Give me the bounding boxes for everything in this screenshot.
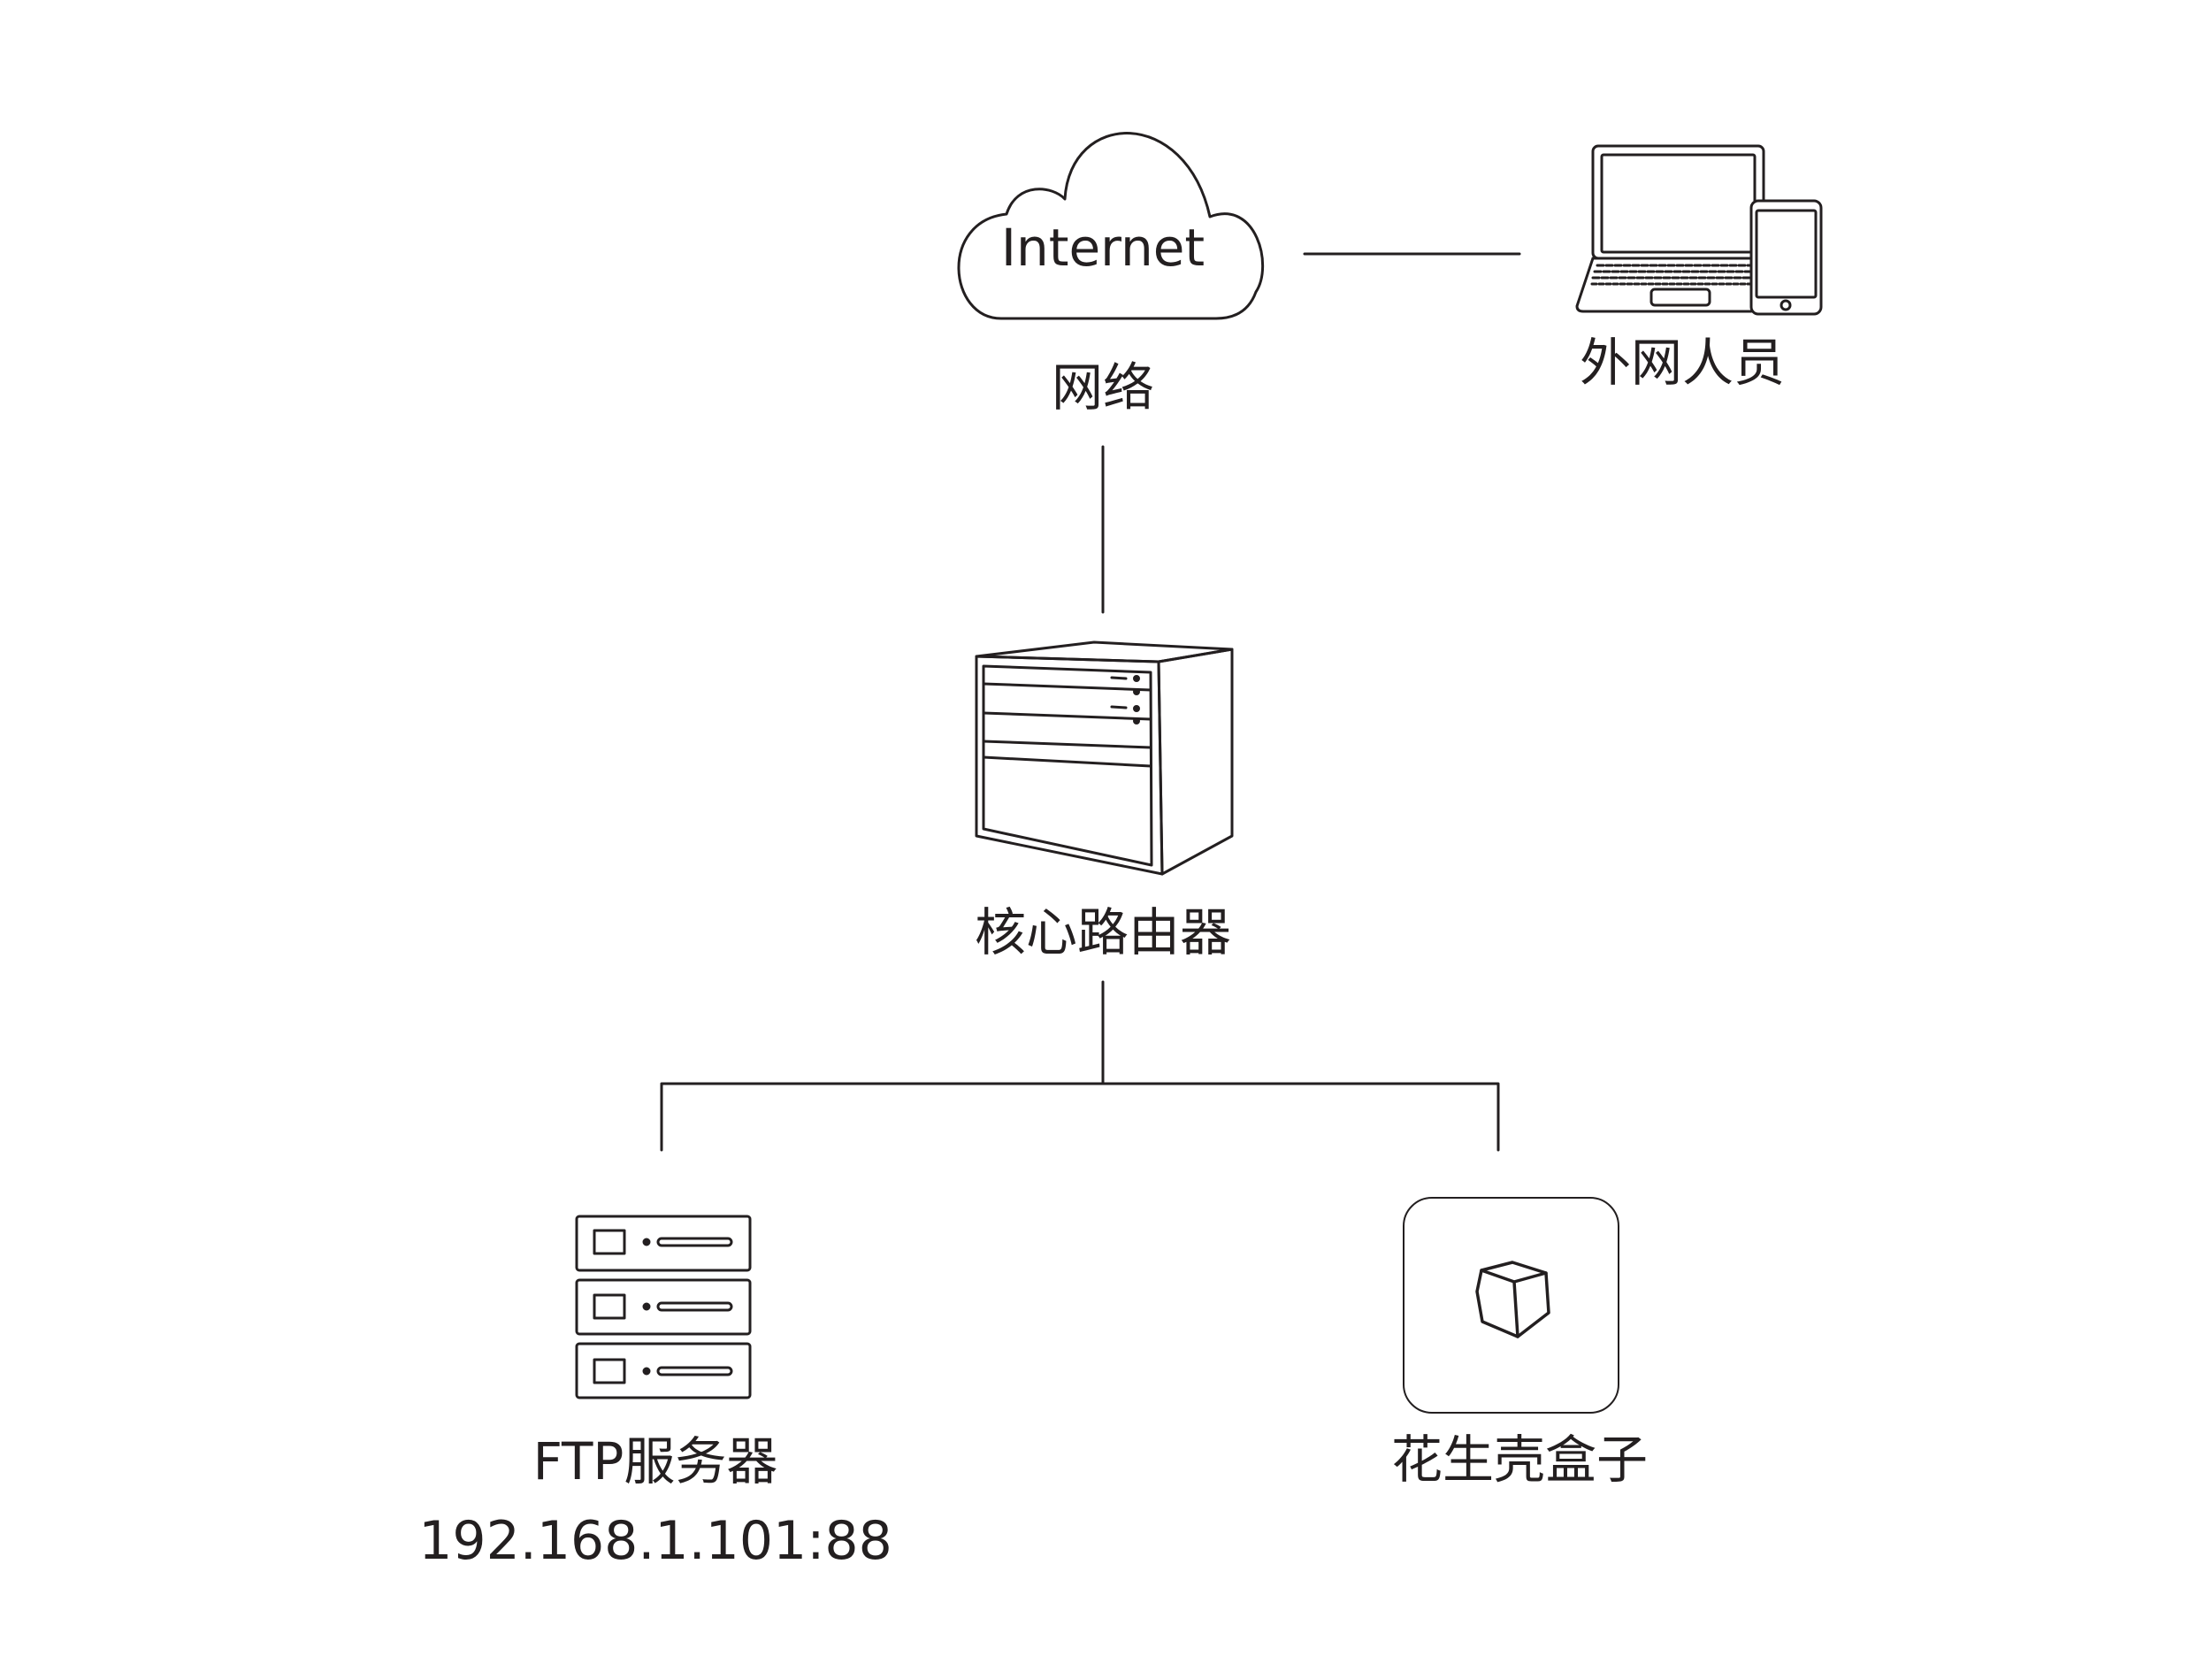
- laptop-phone-icon: [1575, 144, 1823, 316]
- cloud-icon: [957, 132, 1265, 320]
- peanut-box-label: 花生壳盒子: [1390, 1430, 1649, 1490]
- router-cabinet-icon: [975, 640, 1234, 876]
- cloud-text-internet: Internet: [1000, 218, 1206, 278]
- internet-label: 网络: [1051, 357, 1155, 418]
- connection-branch-bus: [660, 1082, 1500, 1152]
- server-rack-icon: [575, 1215, 752, 1399]
- peanut-box-icon: [1403, 1197, 1619, 1414]
- external-users-label: 外网人员: [1579, 333, 1786, 393]
- ftp-server-label: FTP服务器: [532, 1431, 778, 1491]
- ftp-server-address: 192.168.1.101:88: [418, 1510, 892, 1572]
- core-router-label: 核心路由器: [974, 902, 1232, 962]
